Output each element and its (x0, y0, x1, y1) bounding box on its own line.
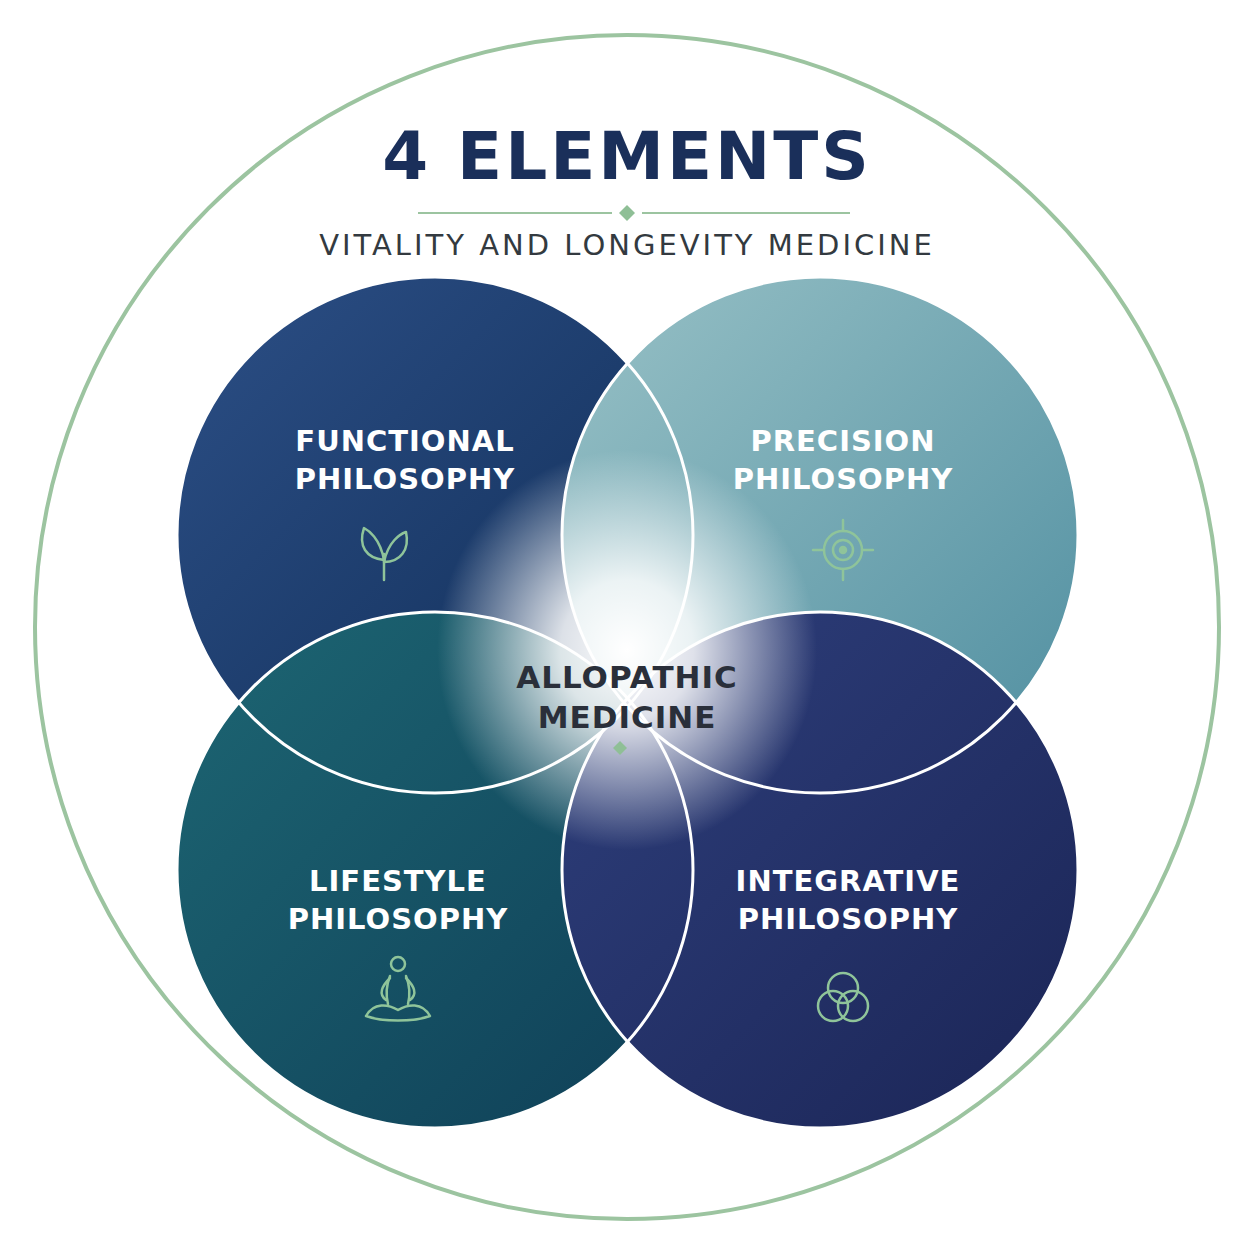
outer-ring (35, 35, 1219, 1219)
subtitle: VITALITY AND LONGEVITY MEDICINE (227, 228, 1027, 262)
divider-line (418, 212, 612, 214)
node-label: FUNCTIONAL PHILOSOPHY (255, 422, 555, 498)
node-label: INTEGRATIVE PHILOSOPHY (698, 862, 998, 938)
diagram-title: 4 ELEMENTS (227, 118, 1027, 195)
divider-diamond (619, 205, 635, 221)
center-label: ALLOPATHIC MEDICINE (487, 657, 767, 737)
divider-line (642, 212, 850, 214)
node-label: PRECISION PHILOSOPHY (693, 422, 993, 498)
node-label: LIFESTYLE PHILOSOPHY (248, 862, 548, 938)
